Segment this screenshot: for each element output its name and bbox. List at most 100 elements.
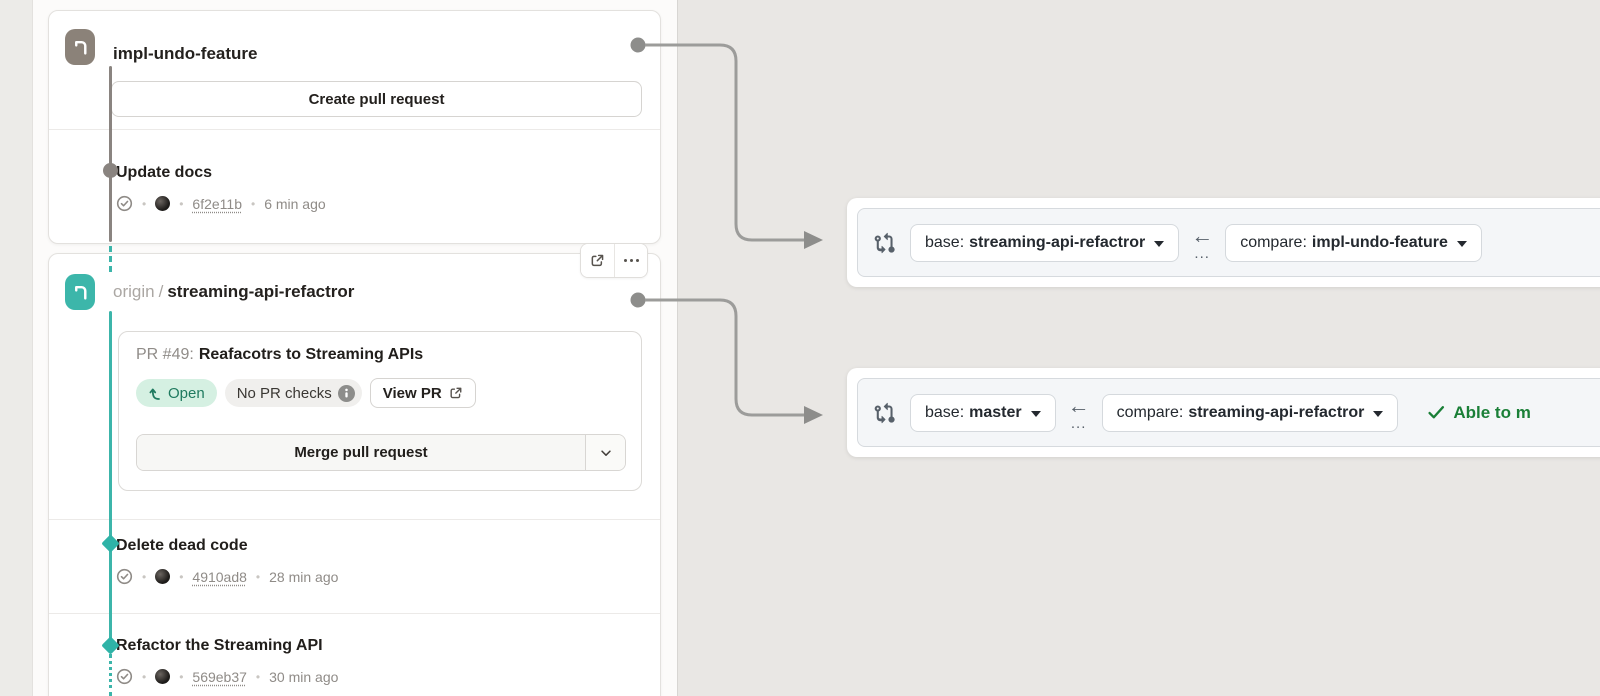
left-arrow-icon: ← — [1067, 392, 1090, 418]
pr-badge-row: Open No PR checks View PR — [136, 378, 476, 408]
author-avatar — [155, 196, 171, 211]
commit-row[interactable]: Refactor the Streaming API • • 569eb37 •… — [116, 636, 338, 685]
compare-bar: base: streaming-api-refactror ← ... comp… — [857, 208, 1600, 277]
separator-dot: • — [142, 669, 147, 684]
compare-panel-top: base: streaming-api-refactror ← ... comp… — [847, 198, 1600, 287]
commit-hash-link[interactable]: 4910ad8 — [192, 568, 247, 585]
compare-direction: ← ... — [1191, 222, 1214, 262]
separator-dot: • — [255, 569, 261, 584]
branch-line-teal-dotted — [109, 654, 112, 696]
branch-name-label: impl-undo-feature — [113, 44, 258, 63]
separator-dot: • — [255, 669, 261, 684]
ellipsis-text: ... — [1194, 244, 1210, 262]
remote-name-label: origin — [113, 282, 155, 301]
merge-split-button: Merge pull request — [136, 434, 626, 471]
caret-down-icon — [1373, 410, 1384, 417]
branch-card-streaming-api-refactror: origin/streaming-api-refactror PR #49:Re… — [48, 243, 661, 696]
compare-panel-bottom: base: master ← ... compare: streaming-ap… — [847, 368, 1600, 457]
compare-branch-name: streaming-api-refactror — [1188, 403, 1365, 421]
commit-meta: • • 569eb37 • 30 min ago — [116, 668, 338, 685]
base-branch-name: master — [969, 403, 1022, 421]
info-icon[interactable] — [337, 384, 355, 402]
branch-line-teal-dashed — [109, 246, 112, 272]
chevron-down-icon — [600, 449, 611, 456]
commit-meta: • • 4910ad8 • 28 min ago — [116, 568, 338, 585]
view-pr-button[interactable]: View PR — [369, 378, 476, 408]
commit-hash-link[interactable]: 569eb37 — [192, 668, 247, 685]
separator-dot: • — [179, 196, 184, 211]
git-compare-icon — [874, 232, 895, 253]
caret-down-icon — [1456, 240, 1467, 247]
separator-dot: • — [250, 196, 256, 211]
commit-title: Refactor the Streaming API — [116, 637, 323, 654]
commit-title: Delete dead code — [116, 537, 248, 554]
ellipsis-text: ... — [1070, 414, 1087, 432]
merge-ability-status: Able to m — [1428, 402, 1531, 423]
caret-down-icon — [1154, 240, 1165, 247]
left-edge-panel — [0, 0, 33, 696]
merge-pull-request-button[interactable]: Merge pull request — [137, 435, 585, 470]
branch-name-label: streaming-api-refactror — [167, 282, 355, 301]
pr-title-row: PR #49:Reafacotrs to Streaming APIs — [136, 346, 423, 364]
commit-check-icon — [116, 195, 133, 212]
external-link-icon — [591, 254, 604, 267]
divider — [49, 129, 660, 130]
merge-status-label: Able to m — [1453, 402, 1531, 422]
branch-lane-panel: impl-undo-feature Create pull request Up… — [33, 0, 678, 696]
compare-branch-selector[interactable]: compare: impl-undo-feature — [1225, 223, 1482, 262]
check-icon — [1428, 406, 1445, 419]
path-separator: / — [158, 282, 164, 301]
pr-title: Reafacotrs to Streaming APIs — [198, 346, 424, 363]
view-pr-label: View PR — [382, 384, 442, 402]
branch-line-gray — [109, 66, 112, 242]
commit-hash-link[interactable]: 6f2e11b — [192, 195, 242, 212]
separator-dot: • — [142, 569, 147, 584]
branch-icon — [65, 274, 95, 310]
pr-checks-label: No PR checks — [236, 384, 332, 402]
compare-branch-name: impl-undo-feature — [1311, 233, 1448, 251]
compare-prefix: compare: — [1240, 233, 1307, 251]
base-prefix: base: — [925, 403, 965, 421]
separator-dot: • — [179, 669, 184, 684]
compare-prefix: compare: — [1116, 403, 1184, 421]
branch-icon — [65, 29, 95, 65]
commit-meta: • • 6f2e11b • 6 min ago — [116, 195, 326, 212]
branch-line-teal — [109, 311, 112, 652]
divider — [49, 613, 660, 614]
pr-status-label: Open — [168, 384, 205, 402]
base-branch-selector[interactable]: base: streaming-api-refactror — [910, 223, 1180, 262]
author-avatar — [155, 669, 171, 684]
commit-node-dot — [103, 163, 118, 178]
commit-time: 30 min ago — [269, 668, 339, 685]
commit-row[interactable]: Delete dead code • • 4910ad8 • 28 min ag… — [116, 536, 338, 585]
commit-time: 28 min ago — [269, 568, 339, 585]
branch-card-impl-undo-feature: impl-undo-feature Create pull request Up… — [48, 10, 661, 244]
pr-number: PR #49: — [136, 346, 194, 363]
git-compare-icon — [874, 402, 895, 423]
merge-options-dropdown[interactable] — [585, 435, 625, 470]
open-external-button[interactable] — [581, 244, 614, 277]
separator-dot: • — [142, 196, 147, 211]
commit-title: Update docs — [116, 164, 213, 181]
commit-row[interactable]: Update docs • • 6f2e11b • 6 min ago — [116, 163, 326, 212]
more-options-button[interactable] — [614, 244, 647, 277]
left-arrow-icon: ← — [1191, 222, 1214, 248]
pr-open-icon — [149, 388, 160, 400]
compare-bar: base: master ← ... compare: streaming-ap… — [857, 378, 1600, 447]
pull-request-box: PR #49:Reafacotrs to Streaming APIs Open… — [118, 331, 642, 491]
base-branch-name: streaming-api-refactror — [969, 233, 1146, 251]
external-link-icon — [450, 387, 462, 399]
compare-branch-selector[interactable]: compare: streaming-api-refactror — [1101, 393, 1399, 432]
author-avatar — [155, 569, 171, 584]
branch-name: origin/streaming-api-refactror — [113, 282, 354, 302]
create-pull-request-button[interactable]: Create pull request — [111, 81, 642, 117]
pr-checks-badge: No PR checks — [224, 379, 362, 407]
card-action-buttons — [580, 243, 648, 278]
base-branch-selector[interactable]: base: master — [910, 393, 1056, 432]
divider — [49, 519, 660, 520]
commit-check-icon — [116, 668, 133, 685]
commit-check-icon — [116, 568, 133, 585]
caret-down-icon — [1030, 410, 1041, 417]
pr-status-badge: Open — [136, 379, 217, 407]
